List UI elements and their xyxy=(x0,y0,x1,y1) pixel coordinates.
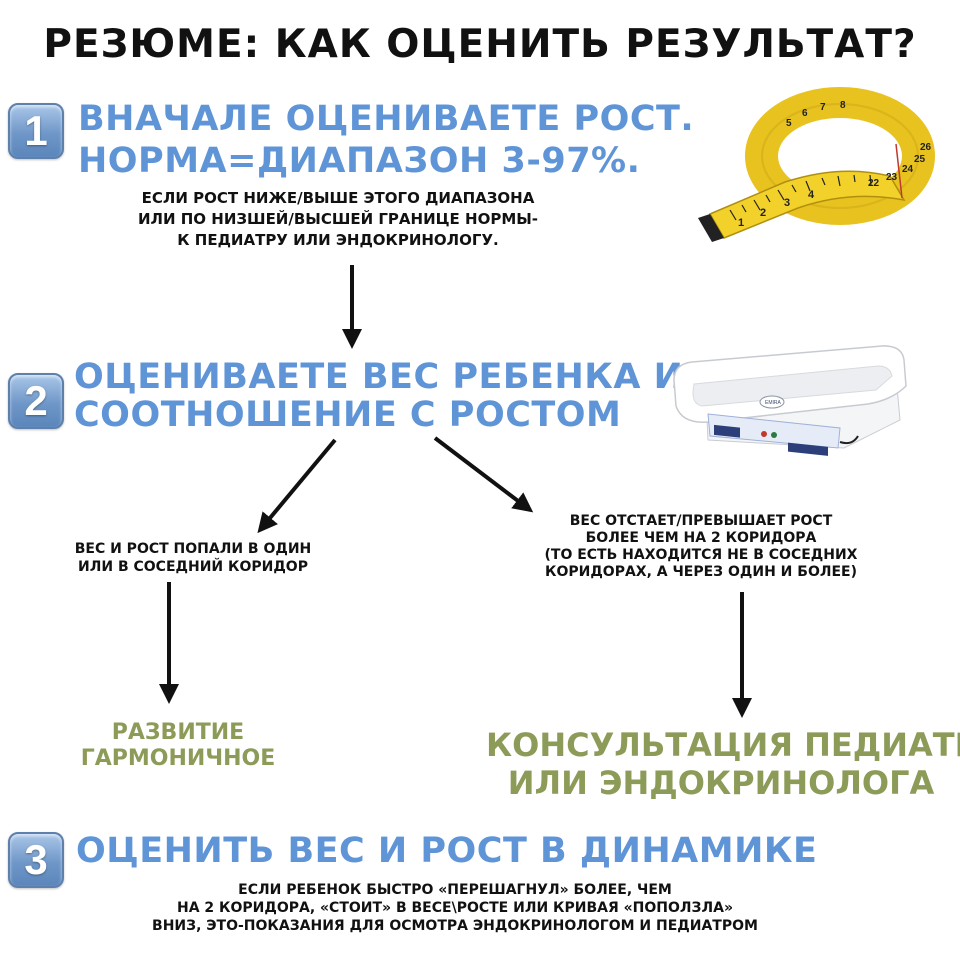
step-1-heading-line2: НОРМА=ДИАПАЗОН 3-97%. xyxy=(78,141,641,181)
branch-right-line1: ВЕС ОТСТАЕТ/ПРЕВЫШАЕТ РОСТ xyxy=(569,513,833,529)
svg-text:5: 5 xyxy=(786,118,792,129)
arrow-down-icon xyxy=(433,436,534,513)
step-1-note-line3: К ПЕДИАТРУ ИЛИ ЭНДОКРИНОЛОГУ. xyxy=(177,231,499,249)
svg-text:4: 4 xyxy=(808,189,815,201)
step-2-heading-line1: ОЦЕНИВАЕТЕ ВЕС РЕБЕНКА И xyxy=(74,357,684,397)
svg-text:3: 3 xyxy=(784,197,790,209)
result-consult-line2: ИЛИ ЭНДОКРИНОЛОГА xyxy=(507,764,935,802)
result-consult-line1: КОНСУЛЬТАЦИЯ ПЕДИАТРА xyxy=(486,726,960,764)
branch-right-line2: БОЛЕЕ ЧЕМ НА 2 КОРИДОРА xyxy=(585,530,817,546)
result-harmonious-line1: РАЗВИТИЕ xyxy=(111,720,245,745)
arrow-down-icon xyxy=(257,438,337,534)
step-1-note-line2: ИЛИ ПО НИЗШЕЙ/ВЫСШЕЙ ГРАНИЦЕ НОРМЫ- xyxy=(137,210,539,228)
step-3-heading: ОЦЕНИТЬ ВЕС И РОСТ В ДИНАМИКЕ xyxy=(76,831,818,871)
result-harmonious-line2: ГАРМОНИЧНОЕ xyxy=(80,746,276,771)
scale-brand-label: EMIRA xyxy=(765,400,782,406)
step-2-badge: 2 xyxy=(8,373,64,429)
svg-text:1: 1 xyxy=(738,217,744,229)
branch-left-line2: ИЛИ В СОСЕДНИЙ КОРИДОР xyxy=(78,559,308,575)
svg-text:25: 25 xyxy=(914,154,926,165)
svg-text:6: 6 xyxy=(802,108,808,119)
step-3-badge: 3 xyxy=(8,832,64,888)
svg-text:7: 7 xyxy=(820,102,826,113)
baby-scale-icon: EMIRA xyxy=(673,345,907,456)
step-1-note-line1: ЕСЛИ РОСТ НИЖЕ/ВЫШЕ ЭТОГО ДИАПАЗОНА xyxy=(141,189,535,207)
branch-right-line3: (ТО ЕСТЬ НАХОДИТСЯ НЕ В СОСЕДНИХ xyxy=(544,547,858,563)
page-title: РЕЗЮМЕ: КАК ОЦЕНИТЬ РЕЗУЛЬТАТ? xyxy=(43,22,917,67)
step-2-heading-line2: СООТНОШЕНИЕ С РОСТОМ xyxy=(74,395,622,435)
svg-text:24: 24 xyxy=(902,164,914,175)
step-1-badge: 1 xyxy=(8,103,64,159)
svg-text:26: 26 xyxy=(920,142,932,153)
svg-text:23: 23 xyxy=(886,172,898,183)
step-3-note-line2: НА 2 КОРИДОРА, «СТОИТ» В ВЕСЕ\РОСТЕ ИЛИ … xyxy=(176,900,733,916)
svg-text:2: 2 xyxy=(760,207,766,219)
step-3-note-line1: ЕСЛИ РЕБЕНОК БЫСТРО «ПЕРЕШАГНУЛ» БОЛЕЕ, … xyxy=(238,882,672,898)
step-3-note-line3: ВНИЗ, ЭТО-ПОКАЗАНИЯ ДЛЯ ОСМОТРА ЭНДОКРИН… xyxy=(152,918,758,934)
measuring-tape-icon: 1 2 3 4 5 6 7 8 22 23 24 25 26 xyxy=(698,87,935,242)
branch-left-line1: ВЕС И РОСТ ПОПАЛИ В ОДИН xyxy=(74,541,312,557)
svg-text:22: 22 xyxy=(868,178,880,189)
svg-text:8: 8 xyxy=(840,100,846,111)
branch-right-line4: КОРИДОРАХ, А ЧЕРЕЗ ОДИН И БОЛЕЕ) xyxy=(545,564,857,580)
step-1-heading-line1: ВНАЧАЛЕ ОЦЕНИВАЕТЕ РОСТ. xyxy=(78,99,695,139)
